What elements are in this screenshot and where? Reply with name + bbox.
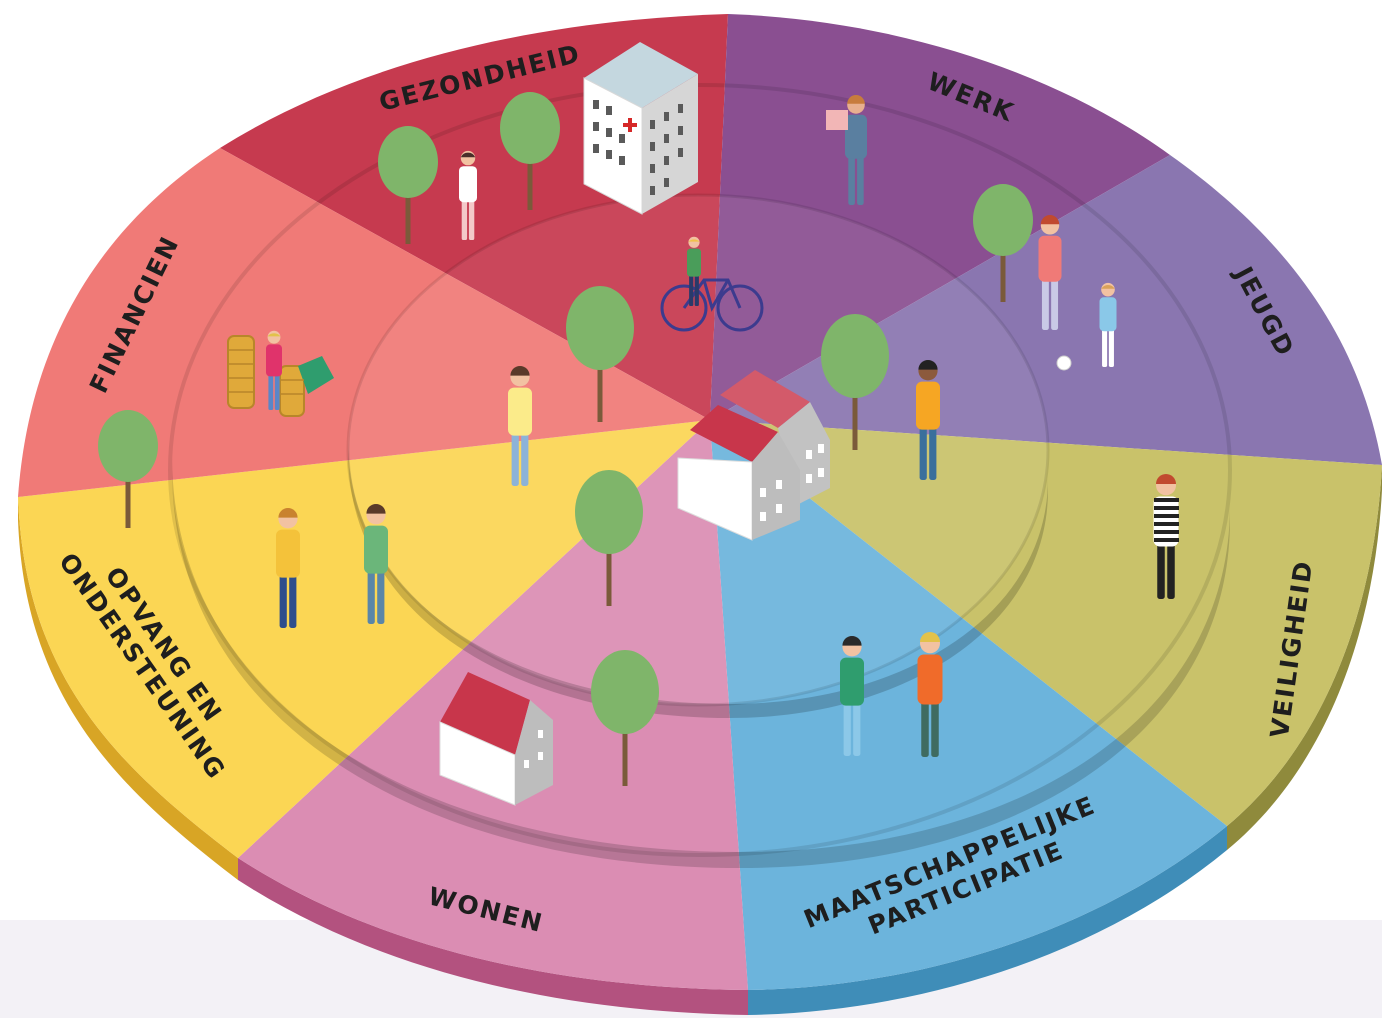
tree-icon	[500, 92, 560, 210]
center-houses-icon	[677, 370, 830, 541]
striped-shirt	[1154, 498, 1179, 542]
tree-icon	[378, 126, 438, 244]
bicycle-icon	[660, 278, 764, 332]
segment-participatie	[710, 420, 1227, 990]
box-icon	[826, 110, 848, 130]
coins-icon	[227, 335, 334, 417]
segment-veiligheid	[710, 420, 1382, 826]
person-figure	[840, 635, 864, 756]
tree-icon	[591, 650, 659, 786]
side-opvang	[18, 497, 238, 880]
person-figure	[916, 359, 940, 480]
person-figure	[1099, 282, 1117, 367]
side-participatie	[748, 826, 1227, 1015]
ball-icon	[1056, 355, 1072, 371]
person-figure	[364, 503, 388, 624]
person-figure	[1038, 214, 1062, 330]
house-icon	[439, 672, 553, 806]
tree-icon	[98, 410, 158, 528]
person-figure	[687, 236, 701, 306]
person-figure	[508, 366, 532, 486]
middle-ring-outline	[168, 83, 1232, 857]
person-figure	[276, 508, 300, 628]
tree-icon	[575, 470, 643, 606]
segment-financien	[18, 148, 710, 497]
red-cross-icon	[623, 118, 637, 132]
tree-icon	[566, 286, 634, 422]
tree-icon	[821, 314, 889, 450]
trees	[98, 92, 1033, 786]
segment-opvang	[18, 420, 710, 858]
person-figure	[266, 330, 282, 410]
tree-icon	[973, 184, 1033, 302]
segment-werk	[710, 14, 1170, 420]
middle-ring	[168, 83, 1232, 868]
people	[266, 95, 1179, 757]
person-figure	[845, 95, 867, 205]
hospital-building-icon	[583, 42, 698, 215]
person-figure	[459, 150, 477, 240]
outer-ring-sides	[18, 465, 1382, 1015]
side-veiligheid	[1227, 465, 1382, 850]
person-figure	[917, 632, 943, 757]
side-wonen	[238, 858, 748, 1015]
